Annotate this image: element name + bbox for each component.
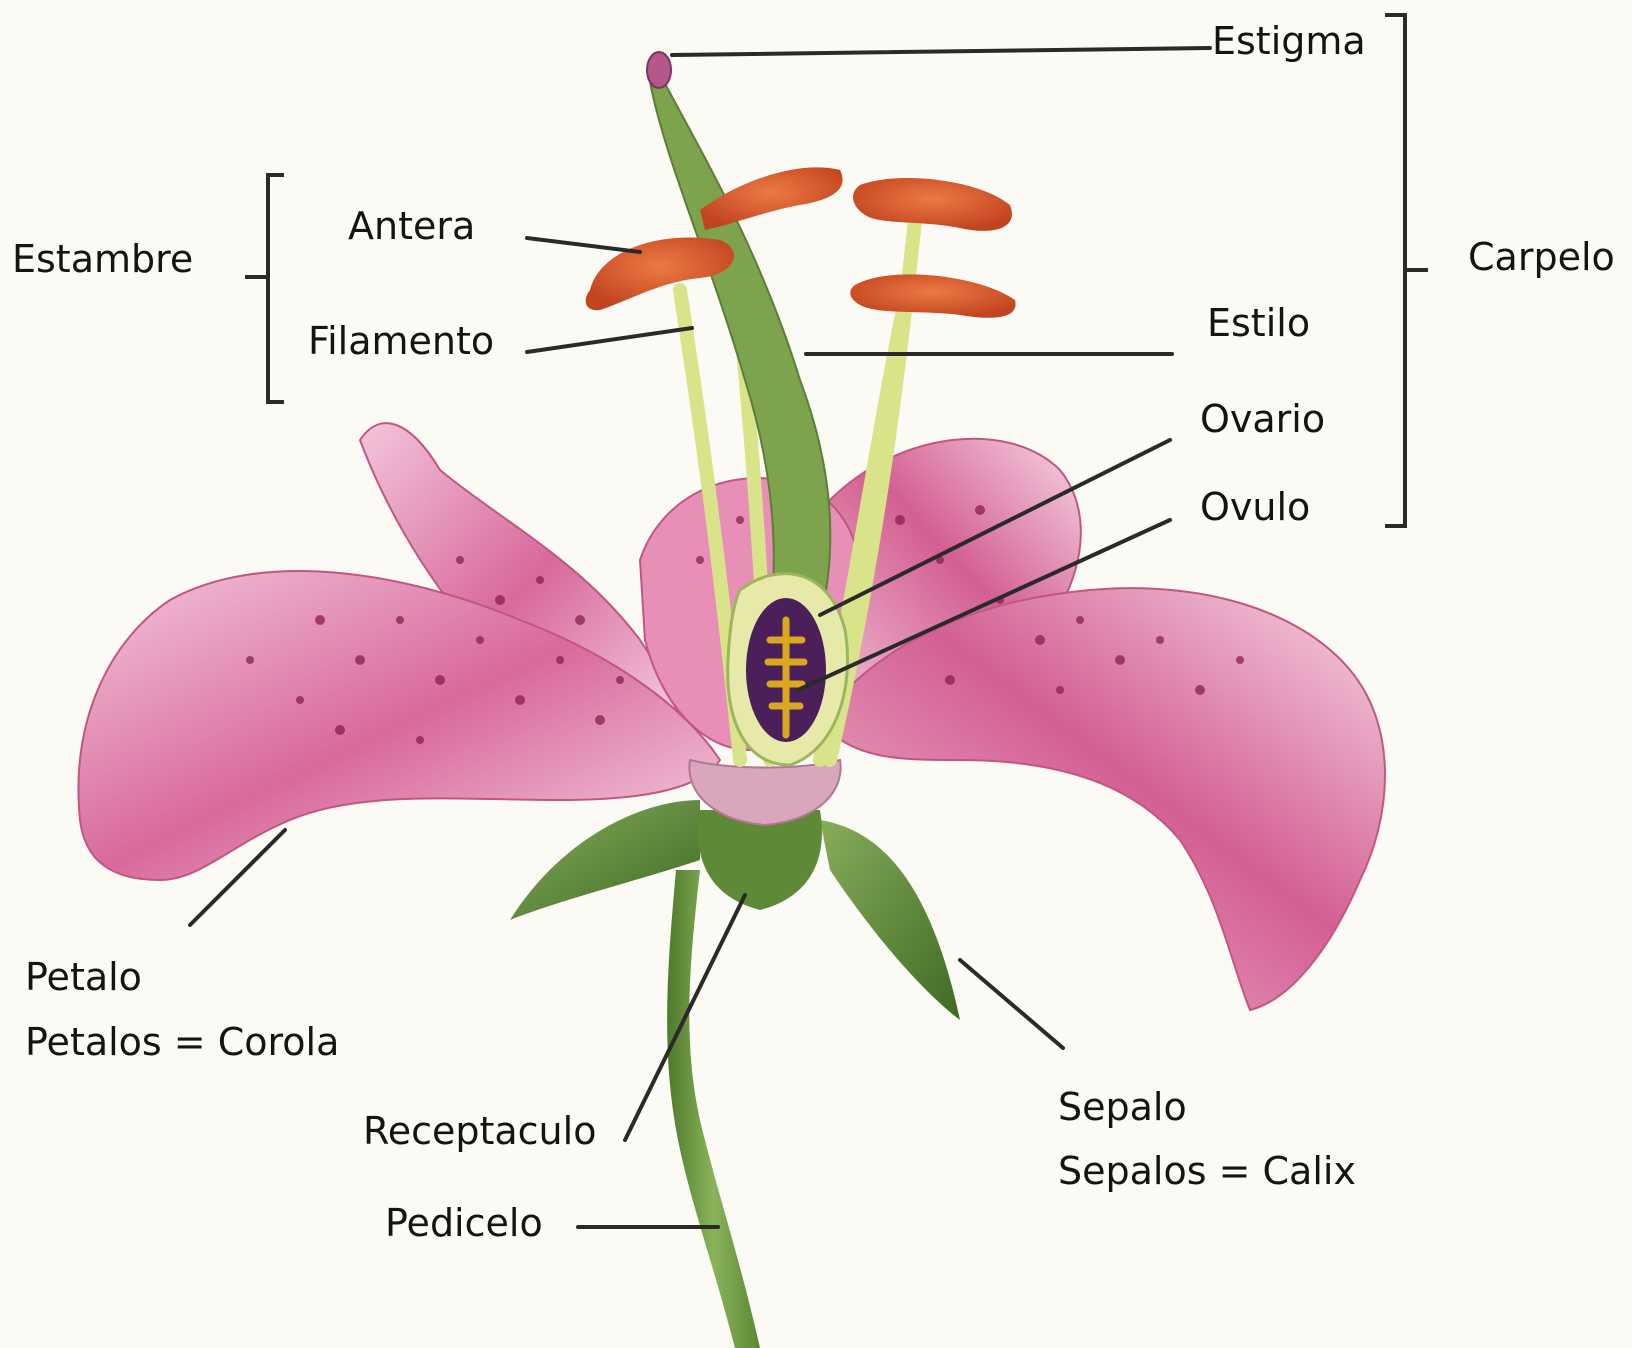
- label-pedicelo: Pedicelo: [385, 1204, 543, 1242]
- label-carpelo: Carpelo: [1468, 238, 1615, 276]
- bracket-carpelo: [1385, 15, 1405, 526]
- label-ovario: Ovario: [1200, 400, 1325, 438]
- anthers: [586, 167, 1016, 317]
- stigma: [647, 52, 671, 88]
- label-estilo: Estilo: [1207, 304, 1310, 342]
- label-calix: Sepalos = Calix: [1058, 1152, 1356, 1190]
- label-receptaculo: Receptaculo: [363, 1112, 596, 1150]
- leader-sepalo: [960, 960, 1063, 1048]
- label-filamento: Filamento: [308, 322, 494, 360]
- label-corola: Petalos = Corola: [25, 1023, 339, 1061]
- label-petalo: Petalo: [25, 958, 142, 996]
- leader-antera: [527, 238, 640, 252]
- label-antera: Antera: [348, 207, 475, 245]
- pedicel-stem: [667, 870, 760, 1348]
- leader-filamento: [527, 328, 692, 352]
- label-sepalo: Sepalo: [1058, 1088, 1187, 1126]
- label-estigma: Estigma: [1212, 22, 1366, 60]
- label-estambre: Estambre: [12, 240, 193, 278]
- label-ovulo: Ovulo: [1200, 488, 1310, 526]
- bracket-estambre: [268, 175, 284, 402]
- leader-estigma: [672, 48, 1210, 55]
- sepal-right: [820, 820, 960, 1020]
- sepal-left: [510, 800, 700, 920]
